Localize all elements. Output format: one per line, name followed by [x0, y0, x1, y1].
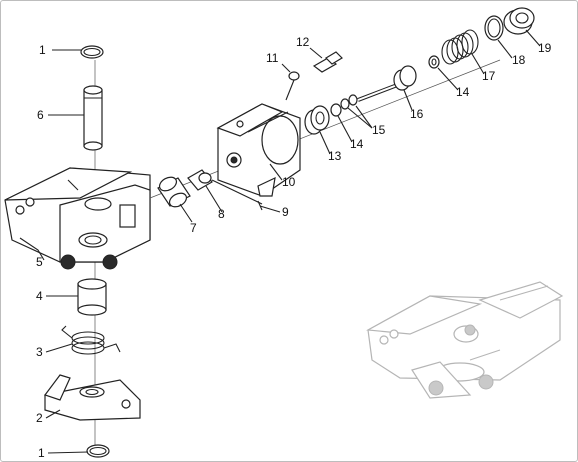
- part-16-valve-stem: [357, 65, 417, 102]
- part-6-pin: [83, 85, 103, 151]
- callout-3: 3: [36, 345, 43, 359]
- callout-13: 13: [328, 149, 342, 163]
- callout-18: 18: [512, 53, 526, 67]
- part-19-cap-plug: [503, 7, 535, 35]
- part-8-fitting: [187, 169, 213, 191]
- part-9-wire-pin: [211, 179, 263, 211]
- callout-7: 7: [190, 221, 197, 235]
- callout-11: 11: [266, 51, 279, 65]
- callout-2: 2: [36, 411, 43, 425]
- callout-15: 15: [372, 123, 386, 137]
- callout-16: 16: [410, 107, 424, 121]
- callout-14-mid: 14: [350, 137, 364, 151]
- callout-17: 17: [482, 69, 496, 83]
- assembled-view-ghost: [366, 281, 564, 399]
- part-18-o-ring: [484, 15, 504, 41]
- part-1-retaining-clip-bottom: [86, 444, 110, 458]
- part-2-base-plate: [44, 374, 141, 421]
- part-14-washer-mid: [330, 103, 342, 117]
- callout-1-bottom: 1: [38, 446, 45, 460]
- callout-19: 19: [538, 41, 552, 55]
- callout-14-right: 14: [456, 85, 470, 99]
- part-15-o-rings: [340, 94, 358, 110]
- part-5-bracket: [4, 167, 151, 270]
- leader-lines: [19, 29, 541, 454]
- part-7-sleeve: [157, 176, 191, 208]
- callout-10: 10: [282, 175, 296, 189]
- part-4-bushing: [77, 278, 107, 316]
- callout-12: 12: [296, 35, 310, 49]
- callout-6: 6: [37, 108, 44, 122]
- part-12-bolt: [312, 51, 343, 73]
- part-10-valve-housing: [216, 103, 301, 197]
- callout-9: 9: [282, 205, 289, 219]
- callout-5: 5: [36, 255, 43, 269]
- callout-1-top: 1: [39, 43, 46, 57]
- part-3-torsion-spring: [61, 325, 121, 355]
- callout-8: 8: [218, 207, 225, 221]
- part-13-seal: [304, 105, 330, 135]
- part-17-spring: [441, 29, 479, 65]
- part-14-washer-right: [428, 55, 440, 69]
- callout-4: 4: [36, 289, 43, 303]
- part-11-nut: [285, 71, 300, 101]
- part-1-retaining-clip-top: [80, 45, 104, 59]
